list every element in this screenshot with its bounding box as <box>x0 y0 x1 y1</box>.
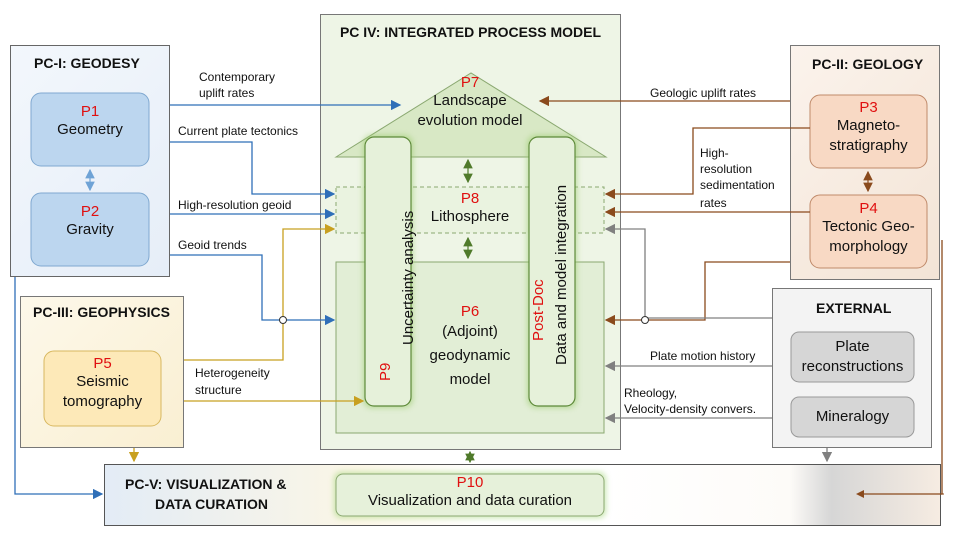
p2-name: Gravity <box>66 221 114 238</box>
label-high-res-geoid: High-resolution geoid <box>178 198 292 212</box>
label-heterogeneity-1: Heterogeneity <box>195 366 270 380</box>
p2-box <box>30 192 150 267</box>
p5-box-text: P5 Seismic tomography <box>44 355 161 412</box>
label-plate-motion: Plate motion history <box>650 349 756 363</box>
p4-name-line1: Tectonic Geo- <box>822 218 915 235</box>
p6-name-line2: geodynamic <box>429 347 511 364</box>
p10-box <box>335 473 605 517</box>
p9-code: P9 <box>377 362 394 381</box>
p1-box <box>30 92 150 167</box>
p3-name-line1: Magneto- <box>836 117 901 134</box>
plate-text: Plate reconstructions <box>791 337 914 377</box>
pc1-title: PC-I: GEODESY <box>34 55 140 71</box>
p5-box <box>43 350 162 427</box>
p3-name-line2: stratigraphy <box>829 137 908 154</box>
pc2-title: PC-II: GEOLOGY <box>812 56 924 72</box>
label-sed-4: rates <box>700 196 727 210</box>
plate-line1: Plate <box>835 338 870 355</box>
p1-code: P1 <box>80 103 100 120</box>
label-sed-2: resolution <box>700 162 753 176</box>
p1-name: Geometry <box>57 121 123 138</box>
p7-text: P7 Landscape evolution model <box>400 74 540 131</box>
postdoc-text: Post-Doc Data and model integration <box>530 165 570 381</box>
arrow-plate-motion-p8 <box>604 223 772 319</box>
p8-name: Lithosphere <box>430 208 510 225</box>
p8-code: P8 <box>460 190 480 207</box>
arrow-pc2-p6 <box>604 261 790 326</box>
pc4-title: PC IV: INTEGRATED PROCESS MODEL <box>339 24 602 40</box>
label-contemporary-2: uplift rates <box>199 86 255 100</box>
p4-box-text: P4 Tectonic Geo- morphology <box>810 200 927 257</box>
label-geologic-uplift: Geologic uplift rates <box>650 86 757 100</box>
p5-name-line2: tomography <box>62 393 143 410</box>
mineralogy-box <box>790 396 915 438</box>
p1-box-text: P1 Geometry <box>31 103 149 140</box>
pc5-title-line2: DATA CURATION <box>155 496 269 512</box>
label-heterogeneity-2: structure <box>195 383 242 397</box>
p3-box <box>809 94 928 169</box>
p6-code: P6 <box>460 303 480 320</box>
external-title: EXTERNAL <box>816 300 892 316</box>
p3-box-text: P3 Magneto- stratigraphy <box>810 99 927 156</box>
arrow-sed-rates-p8a <box>604 127 810 200</box>
p10-code: P10 <box>456 474 484 491</box>
label-current-plate-tectonics: Current plate tectonics <box>178 124 299 138</box>
pc5-title-line1: PC-V: VISUALIZATION & <box>125 476 287 492</box>
p4-name-line2: morphology <box>829 238 908 255</box>
postdoc-code: Post-Doc <box>530 279 547 341</box>
arrow-pc1-pc5 <box>14 277 104 500</box>
p3-code: P3 <box>859 99 878 116</box>
junction-pc2 <box>641 316 649 324</box>
arrow-heterogeneity-up <box>184 223 336 361</box>
pc3-title: PC-III: GEOPHYSICS <box>33 304 170 320</box>
p6-name-line1: (Adjoint) <box>442 323 498 340</box>
p5-name-line1: Seismic <box>76 373 129 390</box>
mineralogy-text: Mineralogy <box>815 408 890 425</box>
plate-line2: reconstructions <box>801 358 904 375</box>
label-sed-1: High- <box>700 146 729 160</box>
p4-box <box>809 194 928 269</box>
p7-name-line2: evolution model <box>417 112 523 129</box>
label-geoid-trends: Geoid trends <box>178 238 247 252</box>
p7-code: P7 <box>460 74 480 91</box>
p8-text: P8 Lithosphere <box>415 190 525 227</box>
label-rheology-1: Rheology, <box>624 386 678 400</box>
p2-box-text: P2 Gravity <box>31 203 149 240</box>
label-contemporary-1: Contemporary <box>199 70 276 84</box>
label-rheology-2: Velocity-density convers. <box>624 402 757 416</box>
p9-pill <box>364 136 412 407</box>
p7-name-line1: Landscape <box>433 92 507 109</box>
p10-name: Visualization and data curation <box>367 492 573 509</box>
p10-text: P10 Visualization and data curation <box>336 474 604 511</box>
postdoc-name: Data and model integration <box>553 184 570 365</box>
junction-geoid <box>279 316 287 324</box>
p2-code: P2 <box>80 203 100 220</box>
p6-name-line3: model <box>449 371 491 388</box>
p9-text: P9 Uncertainty analysis <box>377 165 417 381</box>
p5-code: P5 <box>93 355 112 372</box>
arrow-geoid-trends <box>170 254 336 326</box>
label-sed-3: sedimentation <box>700 178 775 192</box>
plate-box <box>790 331 915 383</box>
postdoc-pill <box>528 136 576 407</box>
p9-name: Uncertainty analysis <box>400 210 417 345</box>
p4-code: P4 <box>859 200 878 217</box>
p6-text: P6 (Adjoint) geodynamic model <box>415 303 525 392</box>
arrow-current-plate-tectonics <box>170 141 336 200</box>
